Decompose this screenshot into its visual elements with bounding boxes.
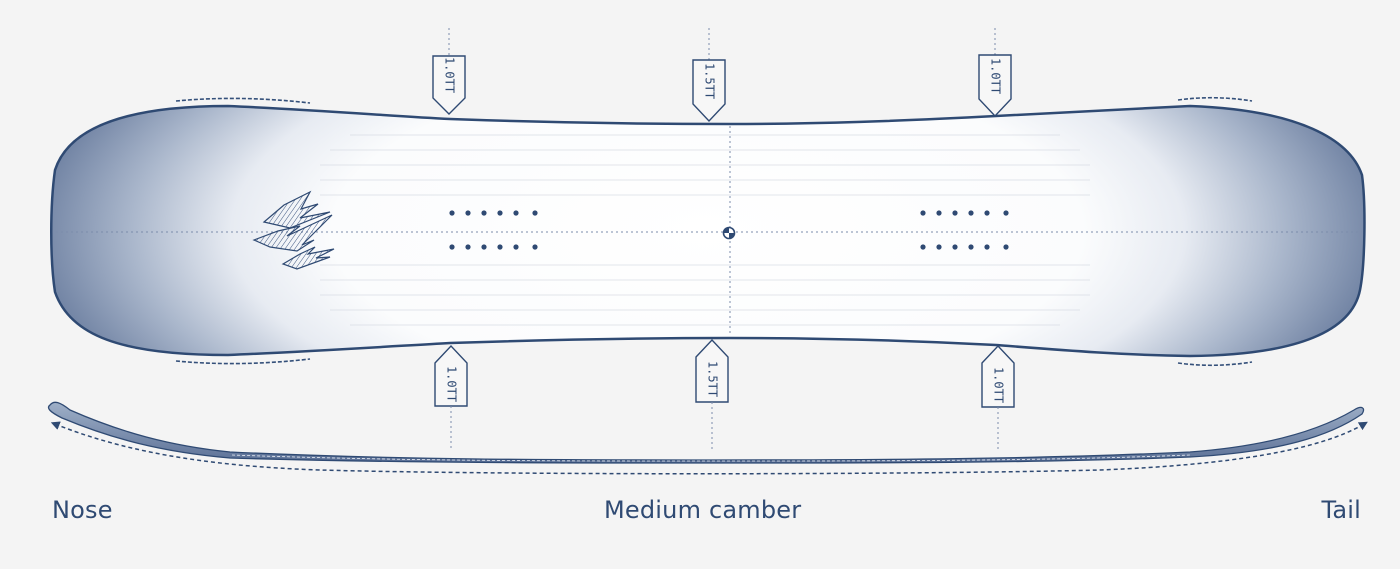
flex-markers-bottom: 1.0TT 1.5TT 1.0TT	[434, 338, 1015, 450]
tail-label: Tail	[1321, 496, 1361, 524]
flex-label-bottom-center: 1.5TT	[706, 361, 720, 397]
center-target-icon	[722, 226, 736, 240]
flex-marker-top-front: 1.0TT	[432, 28, 466, 115]
flex-label-bottom-front: 1.0TT	[445, 366, 459, 402]
flex-marker-bottom-rear: 1.0TT	[981, 344, 1015, 450]
contact-point-marks	[175, 96, 1253, 367]
flex-label-bottom-rear: 1.0TT	[992, 367, 1006, 403]
jones-mountain-logo-icon	[252, 190, 335, 270]
flex-marker-top-rear: 1.0TT	[978, 28, 1012, 118]
camber-profile-label: Medium camber	[604, 496, 802, 524]
flex-label-top-front: 1.0TT	[443, 57, 457, 93]
flex-markers-top: 1.0TT 1.5TT 1.0TT	[432, 28, 1012, 123]
camber-arrow	[50, 421, 1368, 475]
binding-inserts-rear	[920, 210, 1009, 250]
flex-marker-top-center: 1.5TT	[692, 28, 726, 123]
flex-marker-bottom-center: 1.5TT	[695, 338, 729, 450]
flex-label-top-rear: 1.0TT	[989, 58, 1003, 94]
board-stripes	[320, 134, 1090, 326]
flex-label-top-center: 1.5TT	[703, 63, 717, 99]
binding-inserts-front	[449, 210, 538, 250]
nose-label: Nose	[52, 496, 113, 524]
flex-marker-bottom-front: 1.0TT	[434, 344, 468, 450]
camber-profile	[47, 401, 1365, 464]
snowboard-outline	[50, 104, 1366, 358]
